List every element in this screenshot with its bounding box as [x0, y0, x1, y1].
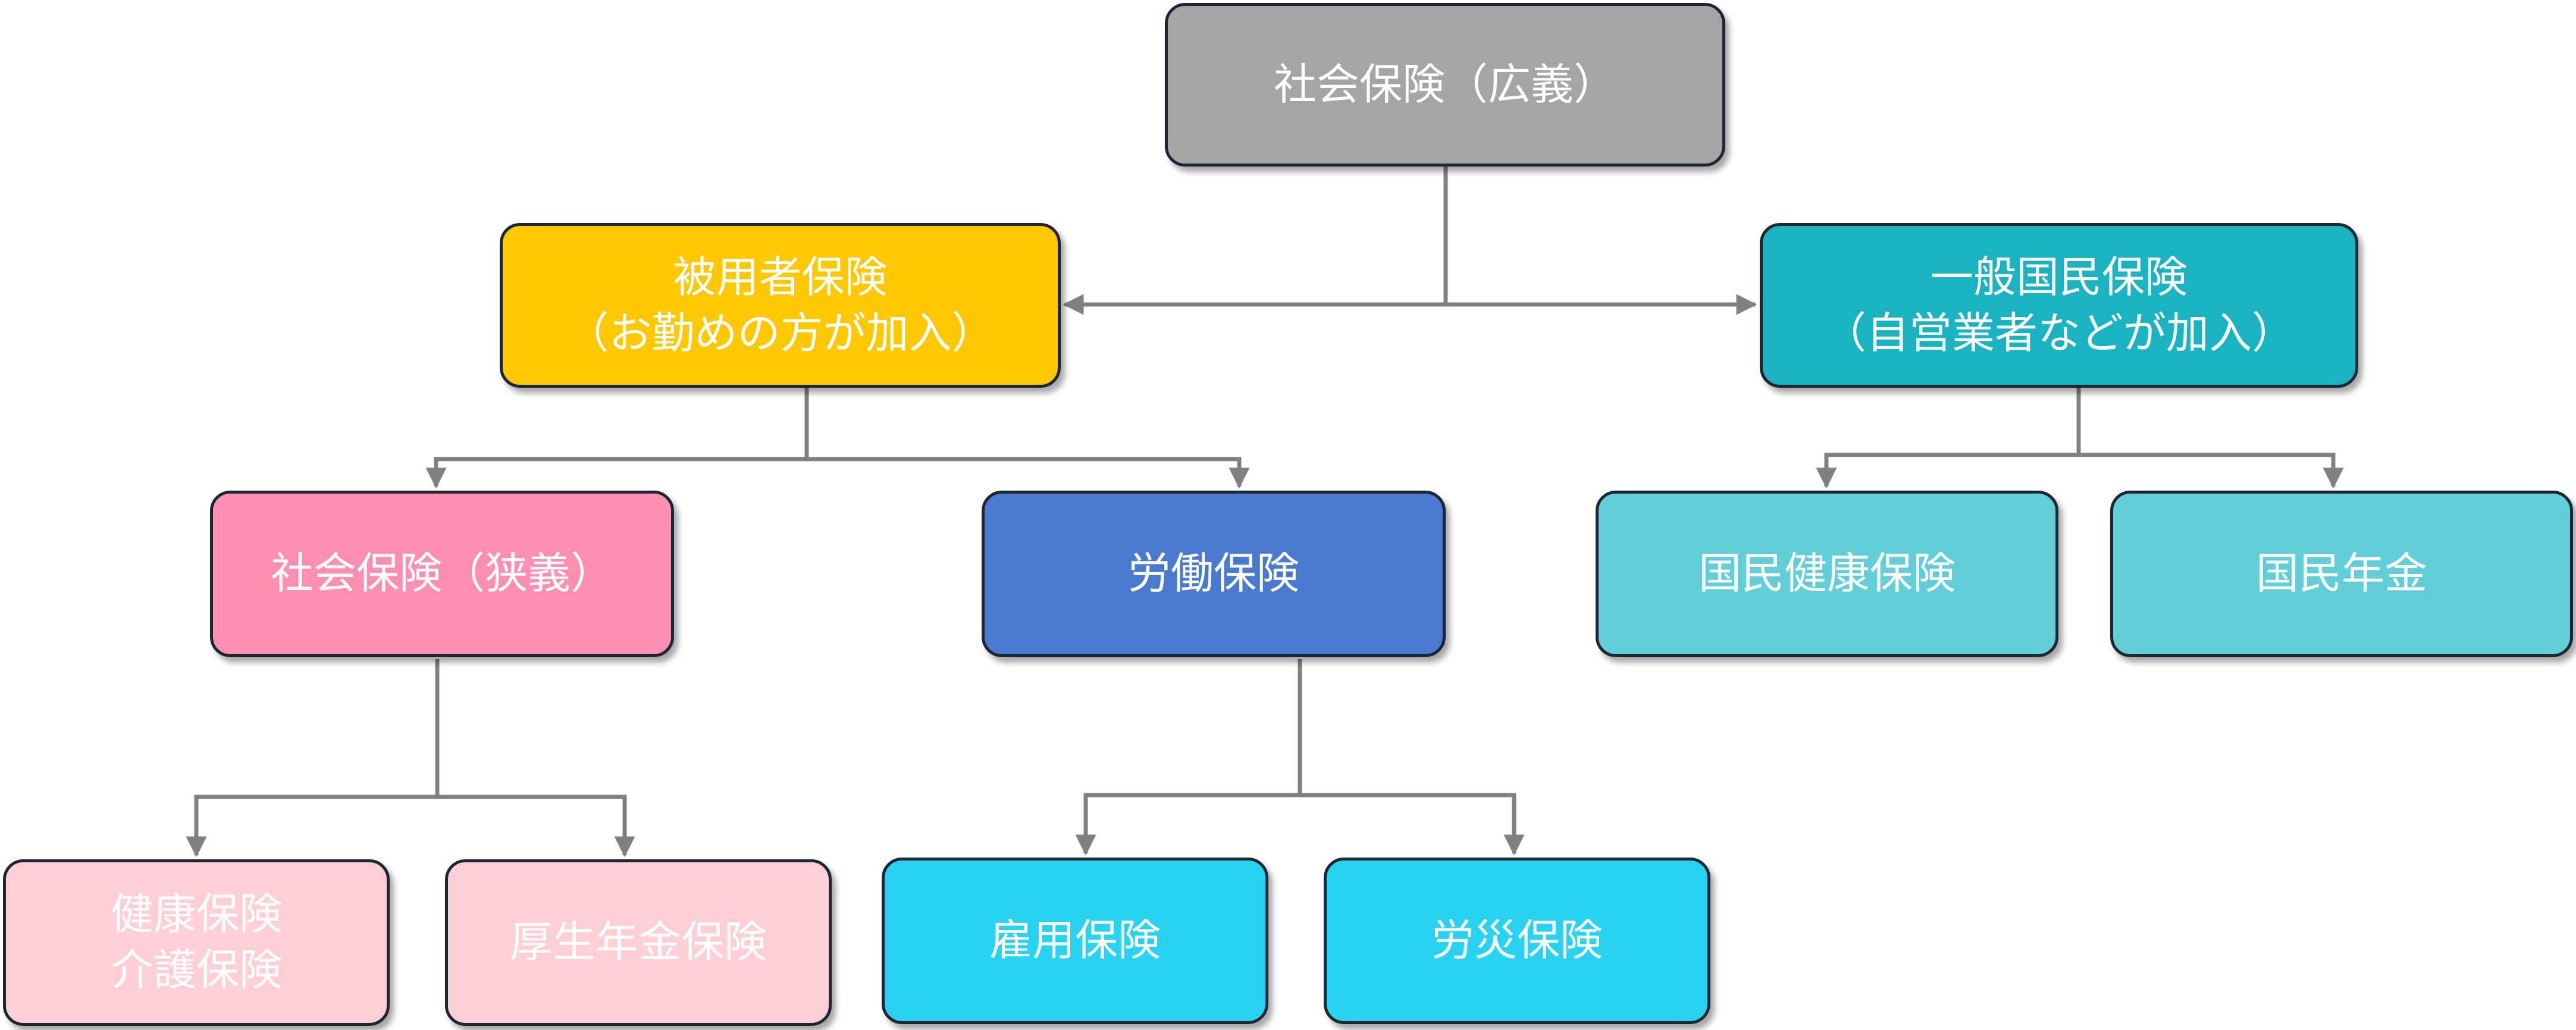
node-national-pension-label: 国民年金: [2255, 548, 2427, 599]
connector-self-health: [1816, 388, 2081, 489]
node-workers-comp-insurance: 労災保険: [1324, 858, 1710, 1024]
node-general-national-insurance-label: 一般国民保険 （自営業者などが加入）: [1823, 252, 2295, 358]
connector-labor-workers: [1300, 793, 1525, 856]
node-employment-insurance-label: 雇用保険: [989, 915, 1161, 966]
connector-self-pension: [2079, 453, 2344, 489]
node-employment-insurance: 雇用保険: [882, 858, 1268, 1024]
node-national-health-insurance-label: 国民健康保険: [1698, 548, 1955, 599]
node-national-health-insurance: 国民健康保険: [1596, 491, 2058, 657]
node-workers-comp-insurance-label: 労災保険: [1431, 915, 1603, 966]
node-labor-insurance: 労働保険: [982, 491, 1446, 657]
connector-labor-employment: [1075, 659, 1302, 856]
node-welfare-pension-insurance-label: 厚生年金保険: [509, 917, 767, 968]
node-labor-insurance-label: 労働保険: [1127, 548, 1299, 599]
node-national-pension: 国民年金: [2110, 491, 2573, 657]
node-employee-insurance: 被用者保険 （お勤めの方が加入）: [500, 223, 1061, 388]
node-social-insurance-narrow-label: 社会保険（狭義）: [270, 548, 613, 599]
connector-narrow-health: [186, 659, 440, 858]
node-health-and-care-insurance-label: 健康保険 介護保険: [110, 889, 282, 995]
node-social-insurance-narrow: 社会保険（狭義）: [210, 491, 674, 657]
node-general-national-insurance: 一般国民保険 （自営業者などが加入）: [1760, 223, 2358, 388]
node-health-and-care-insurance: 健康保険 介護保険: [3, 859, 390, 1026]
node-welfare-pension-insurance: 厚生年金保険: [445, 859, 832, 1026]
connector-employee-labor: [807, 457, 1250, 489]
connector-root-employee: [1063, 167, 1448, 315]
connector-narrow-welfare: [437, 795, 635, 858]
node-root-label: 社会保険（広義）: [1273, 59, 1616, 109]
node-employee-insurance-label: 被用者保険 （お勤めの方が加入）: [566, 252, 995, 358]
node-root: 社会保険（広義）: [1165, 3, 1725, 167]
connector-employee-narrow: [425, 388, 809, 489]
